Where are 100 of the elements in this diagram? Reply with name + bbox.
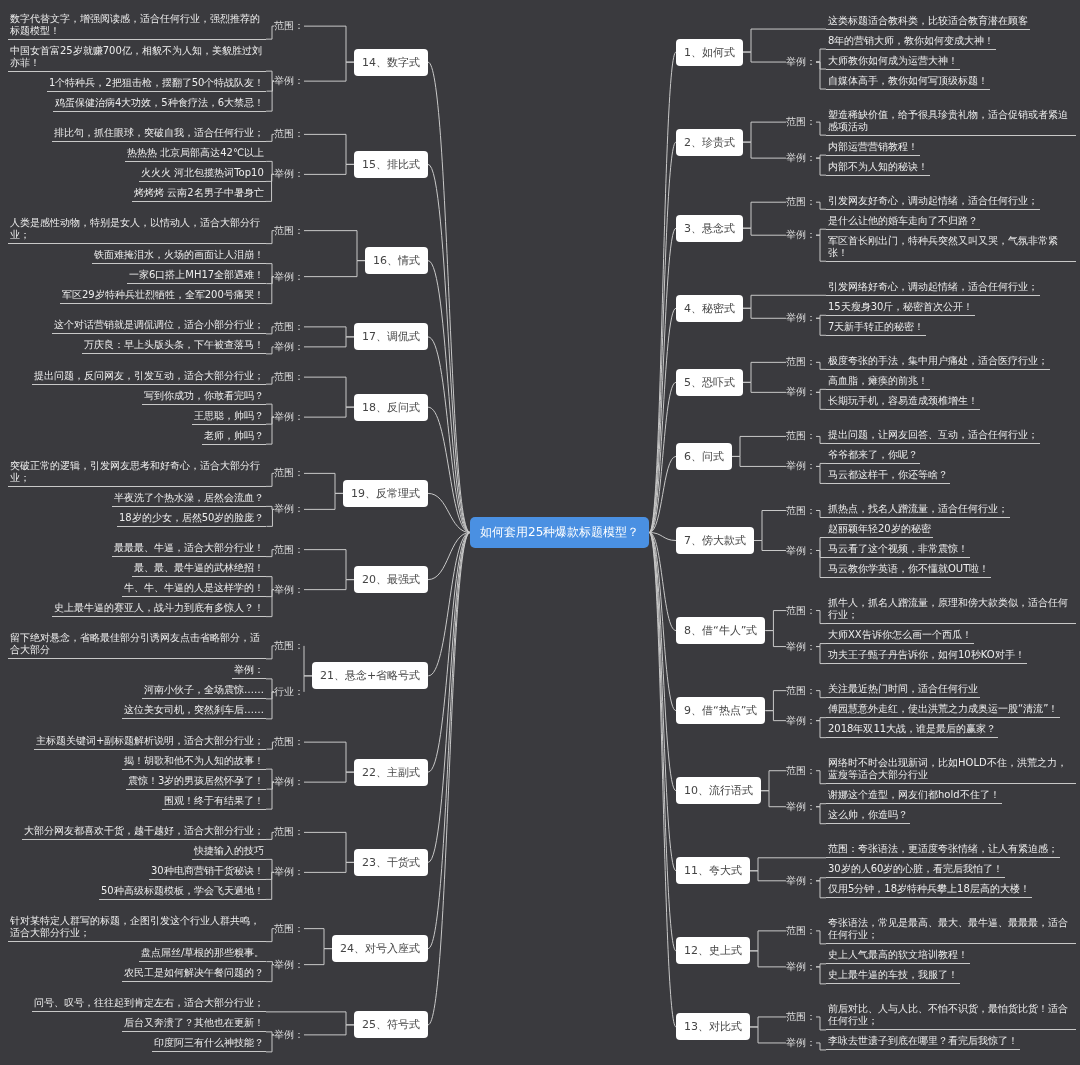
underlined-text: 30岁的人60岁的心脏，看完后我怕了！ (826, 863, 1006, 879)
underlined-text: 一家6口搭上MH17全部遇难！ (127, 269, 267, 285)
connector-line (265, 964, 275, 983)
underlined-text: 围观！终于有结果了！ (162, 794, 266, 810)
connector-line (815, 361, 827, 370)
connector-line (265, 160, 275, 175)
topic-box: 8、借“牛人”式 (676, 617, 766, 645)
branch-label: 举例： (786, 460, 816, 473)
connector-line (265, 678, 275, 693)
connector-line (265, 416, 275, 445)
connector-line (427, 532, 471, 863)
underlined-text: 半夜洗了个热水澡，居然会流血？ (112, 491, 266, 507)
underlined-text: 大师XX告诉你怎么画一个西瓜！ (826, 629, 974, 645)
underlined-text: 老师，帅吗？ (202, 429, 266, 445)
underlined-text: 50种高级标题模板，学会飞天遁地！ (99, 884, 266, 900)
branch-label: 举例： (786, 312, 816, 325)
connector-line (265, 70, 275, 82)
topic-box: 6、问式 (676, 442, 732, 470)
topic-box: 2、珍贵式 (676, 128, 743, 156)
connector-line (265, 505, 275, 510)
underlined-text: 这位美女司机，突然刹车后…… (122, 704, 266, 720)
connector-line (265, 173, 275, 202)
connector-line (265, 549, 275, 558)
underlined-text: 快捷输入的技巧 (192, 844, 266, 860)
branch-label: 举例： (786, 544, 816, 557)
underlined-text: 大师教你如何成为运营大神！ (826, 54, 960, 70)
connector-line (648, 381, 677, 533)
underlined-text: 马云看了这个视频，非常震惊！ (826, 543, 970, 558)
topic-box: 11、夸大式 (676, 857, 750, 885)
branch-label: 举例： (274, 776, 304, 789)
underlined-text: 突破正常的逻辑，引发网友思考和好奇心，适合大部分行业； (8, 459, 266, 487)
branch-label: 范围： (786, 604, 816, 617)
underlined-text: 抓热点，找名人蹭流量，适合任何行业； (826, 503, 1010, 518)
underlined-text: 牛、牛、牛逼的人是这样学的！ (122, 582, 266, 598)
connector-line (303, 861, 355, 873)
branch-label: 行业： (274, 685, 304, 698)
branch-label: 范围： (274, 371, 304, 384)
branch-label: 举例： (274, 75, 304, 88)
underlined-text: 这类标题适合教科类，比较适合教育潜在顾客 (826, 14, 1030, 30)
underlined-text: 自媒体高手，教你如何写顶级标题！ (826, 74, 990, 90)
connector-line (265, 768, 275, 783)
connector-line (265, 691, 275, 720)
underlined-text: 写到你成功，你敢看完吗？ (142, 389, 266, 405)
topic-box: 22、主副式 (354, 758, 428, 786)
connector-line (265, 589, 275, 618)
connector-line (815, 550, 827, 578)
topic-box: 4、秘密式 (676, 294, 743, 322)
connector-line (265, 403, 275, 418)
connector-line (648, 532, 677, 541)
branch-label: 范围： (274, 543, 304, 556)
connector-line (742, 141, 787, 159)
underlined-text: 高血脂，瘫痪的前兆！ (826, 374, 930, 390)
branch-label: 举例： (786, 800, 816, 813)
underlined-text: 留下绝对悬念，省略最佳部分引诱网友点击省略部分，适合大部分 (8, 632, 266, 660)
underlined-text: 引发网友好奇心，调动起情绪，适合任何行业； (826, 194, 1040, 210)
underlined-text: 李咏去世遗子到底在哪里？看完后我惊了！ (826, 1035, 1020, 1051)
underlined-text: 农民工是如何解决午餐问题的？ (122, 967, 266, 983)
underlined-text: 军区首长刚出门，特种兵突然又叫又哭，气氛非常紧张！ (826, 234, 1076, 262)
connector-line (265, 276, 275, 305)
underlined-text: 热热热 北京局部高达42℃以上 (125, 146, 267, 162)
underlined-text: 抓牛人，抓名人蹭流量，原理和傍大款类似，适合任何行业； (826, 597, 1076, 625)
underlined-text: 是什么让他的婚车走向了不归路？ (826, 214, 980, 230)
topic-box: 17、调侃式 (354, 323, 428, 351)
connector-line (815, 966, 827, 985)
underlined-text: 马云教你学英语，你不懂就OUT啦！ (826, 563, 992, 578)
branch-label: 范围： (786, 924, 816, 937)
connector-line (265, 508, 275, 527)
connector-line (764, 630, 787, 648)
branch-label: 范围： (786, 764, 816, 777)
connector-line (815, 435, 827, 444)
connector-line (815, 234, 827, 262)
topic-box: 20、最强式 (354, 566, 428, 594)
underlined-text: 内部不为人知的秘诀！ (826, 160, 930, 176)
branch-label: 范围： (786, 356, 816, 369)
branch-label: 举例： (786, 640, 816, 653)
connector-line (742, 227, 787, 236)
branch-label: 举例： (786, 229, 816, 242)
underlined-text: 人类是感性动物，特别是女人，以情动人，适合大部分行业； (8, 217, 266, 245)
connector-line (427, 532, 471, 581)
connector-line (303, 260, 366, 278)
connector-line (648, 532, 677, 712)
underlined-text: 河南小伙子，全场震惊…… (142, 684, 266, 700)
connector-line (815, 930, 827, 945)
topic-box: 14、数字式 (354, 48, 428, 76)
connector-line (815, 121, 827, 136)
connector-line (265, 230, 275, 245)
branch-label: 举例： (274, 1028, 304, 1041)
topic-box: 21、悬念+省略号式 (312, 662, 429, 690)
underlined-text: 大部分网友都喜欢干货，越干越好，适合大部分行业； (22, 824, 266, 840)
underlined-text: 爷爷都来了，你呢？ (826, 448, 920, 464)
branch-label: 举例： (786, 874, 816, 887)
connector-line (742, 307, 787, 319)
underlined-text: 夸张语法，常见是最高、最大、最牛逼、最最最，适合任何行业； (826, 917, 1076, 945)
connector-line (265, 276, 275, 285)
branch-label: 举例： (274, 958, 304, 971)
connector-line (265, 376, 275, 385)
underlined-text: 铁面难掩泪水，火场的画面让人泪崩！ (92, 249, 266, 265)
branch-label: 范围： (786, 684, 816, 697)
connector-line (303, 61, 355, 82)
connector-line (742, 381, 787, 393)
